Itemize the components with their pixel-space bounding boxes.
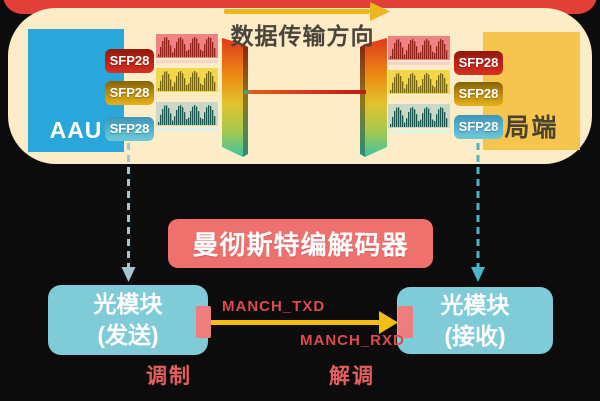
waveform-strip [156,60,218,63]
waveform-strip [156,128,218,131]
optical-module-receiver-subtitle: (接收) [444,322,506,349]
receiver-port [398,306,413,338]
sfp28-badge-left-bottom: SFP28 [105,117,154,141]
modulation-caption: 调制 [146,365,192,388]
sfp28-badge-left-top: SFP28 [105,49,154,73]
sfp28-badge-left-middle: SFP28 [105,81,154,105]
waveform-display-left-red [156,34,218,58]
waveform-icon [390,39,448,59]
waveform-strip [388,130,450,133]
data-direction-label: 数据传输方向 [230,23,375,49]
waveform-strip [388,96,450,99]
waveform-strip [156,94,218,97]
waveform-display-left-green [156,102,218,126]
waveform-strip [388,62,450,65]
demodulation-caption: 解调 [329,365,375,388]
optical-module-receiver-title: 光模块 [440,291,510,318]
manchester-codec-box: 曼彻斯特编解码器 [168,219,433,268]
manch-signal-line [211,320,381,325]
manchester-codec-label: 曼彻斯特编解码器 [192,230,409,260]
manch-rxd-label: MANCH_RXD [300,332,405,349]
waveform-display-left-yellow [156,68,218,92]
waveform-icon [158,105,216,125]
manch-signal-arrowhead-icon [379,311,398,334]
aau-label: AAU [49,117,103,143]
down-arrow-icon-left [121,267,136,282]
optical-module-receiver-box: 光模块 (接收) [397,287,553,354]
waveform-display-right-green [388,104,450,128]
sender-port [196,306,211,338]
waveform-icon [158,71,216,91]
down-arrow-icon-right [471,267,485,282]
waveform-icon [158,37,216,57]
waveform-display-right-red [388,36,450,60]
office-label: 局端 [504,114,559,142]
waveform-display-right-yellow [388,70,450,94]
sfp28-badge-right-middle: SFP28 [454,82,503,106]
sfp28-badge-right-bottom: SFP28 [454,115,503,139]
optical-module-sender-box: 光模块 (发送) [48,285,208,355]
waveform-icon [390,107,448,127]
manch-txd-label: MANCH_TXD [222,298,326,315]
waveform-icon [390,73,448,93]
optical-module-sender-subtitle: (发送) [97,322,159,348]
sfp28-badge-right-top: SFP28 [454,51,503,75]
optical-module-sender-title: 光模块 [93,291,163,317]
